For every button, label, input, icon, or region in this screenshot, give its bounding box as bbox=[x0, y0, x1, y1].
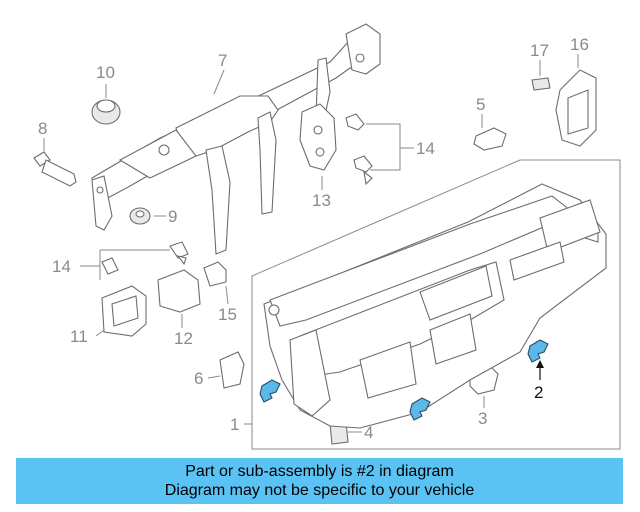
part-10-motor bbox=[91, 99, 121, 125]
callout-15: 15 bbox=[218, 305, 237, 324]
info-banner: Part or sub-assembly is #2 in diagram Di… bbox=[16, 458, 623, 504]
part-16-panel bbox=[555, 69, 597, 147]
callout-5: 5 bbox=[476, 95, 485, 114]
callout-4: 4 bbox=[364, 423, 373, 442]
parts-diagram: 10 8 9 7 13 14 5 17 16 14 11 12 15 6 3 4… bbox=[33, 23, 621, 450]
leader-lines bbox=[43, 54, 579, 433]
part-12-bracket bbox=[157, 269, 201, 313]
part-8-bolt bbox=[33, 151, 77, 187]
callout-9: 9 bbox=[168, 207, 177, 226]
banner-line-2: Diagram may not be specific to your vehi… bbox=[164, 482, 475, 499]
part-17-clip bbox=[531, 77, 551, 91]
part-6-bracket bbox=[219, 351, 245, 389]
part-14-bolts-upper bbox=[345, 113, 373, 186]
callout-1: 1 bbox=[230, 415, 239, 434]
callout-6: 6 bbox=[194, 369, 203, 388]
banner-line-1: Part or sub-assembly is #2 in diagram bbox=[185, 463, 454, 480]
callout-7: 7 bbox=[218, 51, 227, 70]
callout-2: 2 bbox=[534, 383, 543, 402]
part-2-clip-highlight bbox=[259, 339, 549, 421]
callout-8: 8 bbox=[38, 119, 47, 138]
callout-16: 16 bbox=[570, 35, 589, 54]
callout-13: 13 bbox=[312, 191, 331, 210]
callout-11: 11 bbox=[70, 327, 88, 346]
callout-10: 10 bbox=[96, 63, 115, 82]
callout-17: 17 bbox=[530, 41, 549, 60]
callout-12: 12 bbox=[174, 329, 193, 348]
instrument-panel bbox=[263, 183, 607, 429]
part-13-bracket bbox=[299, 103, 337, 171]
cross-car-beam bbox=[91, 23, 381, 255]
instrument-panel-frame bbox=[251, 159, 621, 450]
callout-3: 3 bbox=[478, 409, 487, 428]
part-5-clip bbox=[473, 127, 507, 151]
part-11-bracket bbox=[101, 285, 147, 337]
part-14-bolts-lower bbox=[101, 241, 189, 275]
callout-14-upper: 14 bbox=[416, 139, 435, 158]
part-9-nut bbox=[129, 207, 151, 225]
callout-14-lower: 14 bbox=[52, 257, 71, 276]
part-15-bracket bbox=[203, 261, 227, 287]
